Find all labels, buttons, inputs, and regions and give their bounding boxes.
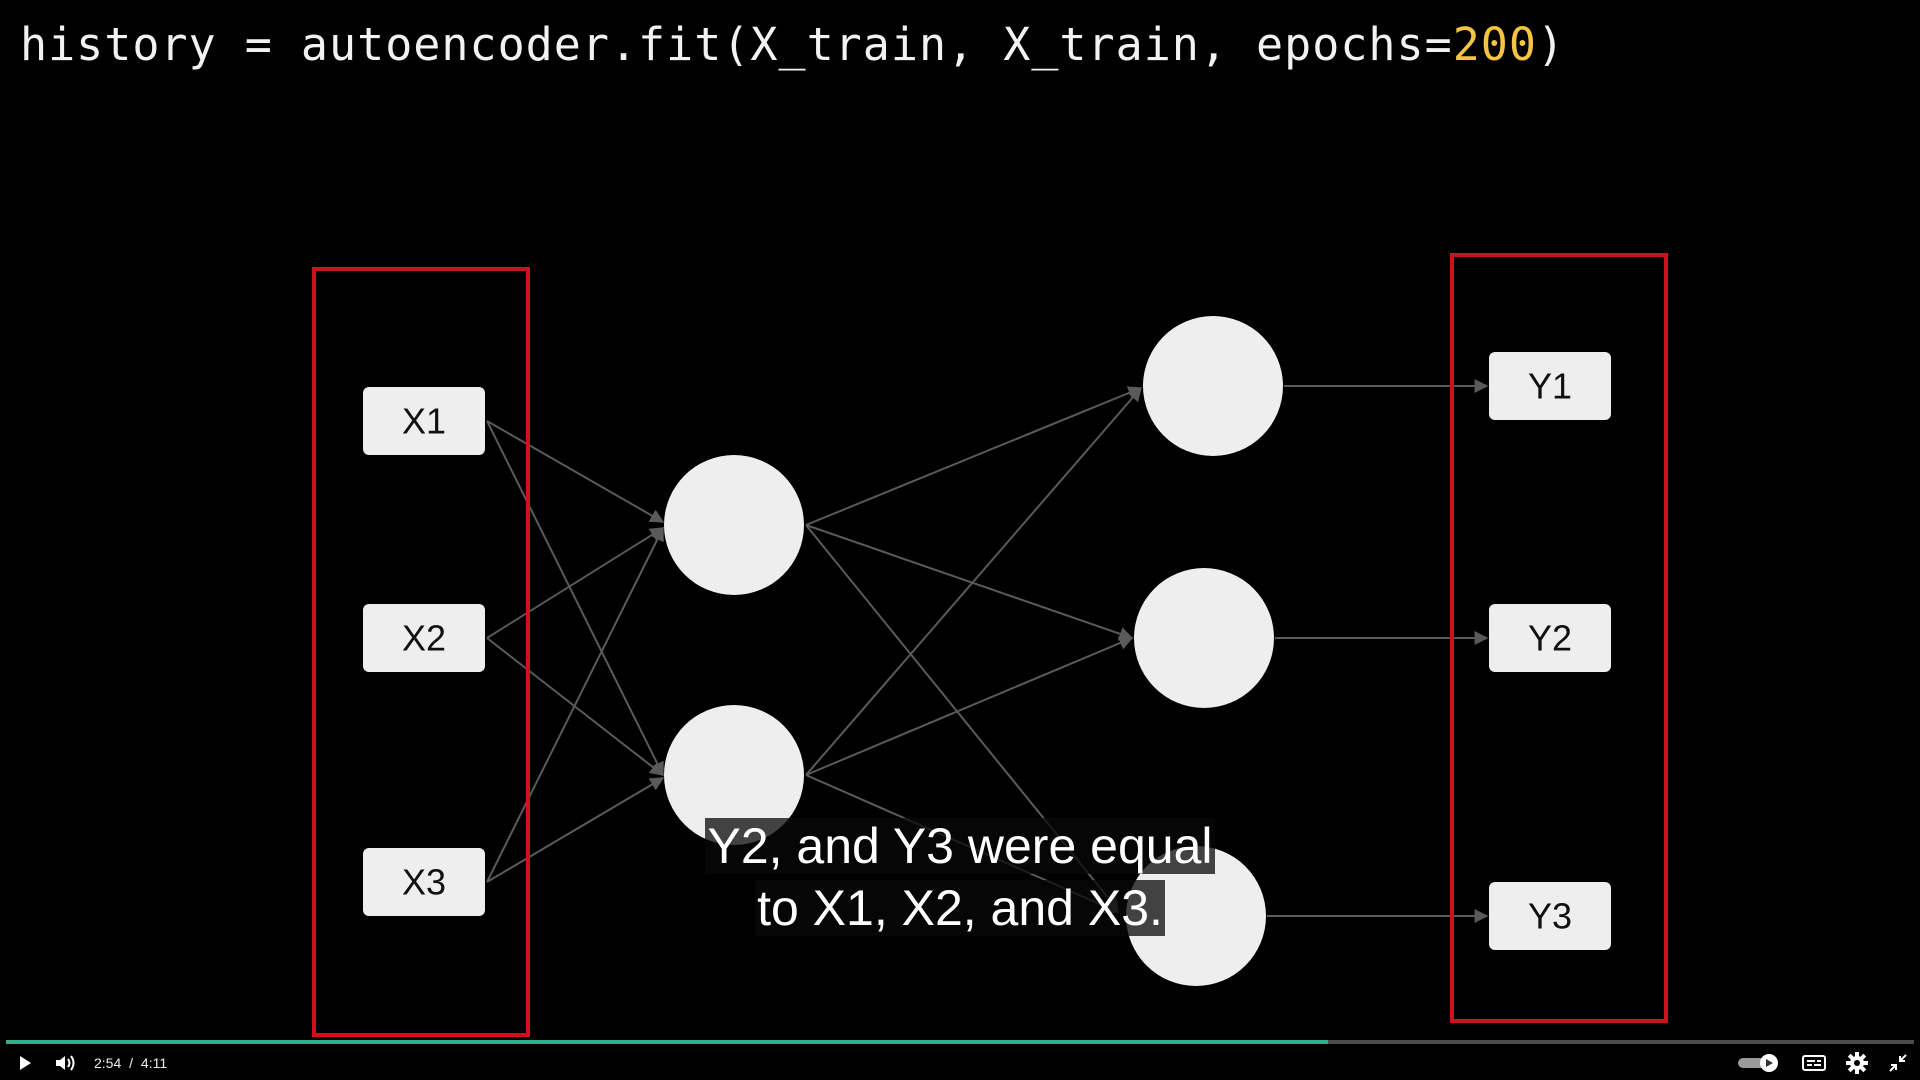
output-node-y2: Y2	[1489, 604, 1611, 672]
caption-line-2: to X1, X2, and X3.	[755, 880, 1165, 936]
output-node-y3: Y3	[1489, 882, 1611, 950]
output-label: Y1	[1528, 366, 1572, 407]
settings-icon	[1846, 1052, 1868, 1074]
progress-fill	[6, 1040, 1329, 1044]
autoplay-toggle-icon	[1738, 1054, 1778, 1072]
input-node-x2: X2	[363, 604, 485, 672]
input-layer-highlight	[312, 267, 530, 1037]
edge	[805, 524, 1134, 641]
edge	[805, 636, 1134, 776]
decoder-node	[1143, 316, 1283, 456]
input-node-x1: X1	[363, 387, 485, 455]
video-frame[interactable]: history = autoencoder.fit(X_train, X_tra…	[0, 0, 1920, 1040]
input-node-x3: X3	[363, 848, 485, 916]
subtitles-button[interactable]	[1802, 1054, 1826, 1072]
encoder-node	[664, 455, 804, 595]
caption-line-1: Y2, and Y3 were equal	[705, 818, 1215, 874]
play-button[interactable]	[12, 1050, 38, 1076]
edge	[486, 526, 664, 883]
output-layer-highlight	[1450, 253, 1668, 1023]
exit-fullscreen-button[interactable]	[1888, 1053, 1908, 1073]
input-label: X3	[402, 862, 446, 903]
subtitles-icon	[1802, 1055, 1826, 1071]
edges-input-hidden	[486, 420, 665, 883]
time-separator: /	[129, 1055, 134, 1071]
input-label: X2	[402, 618, 446, 659]
right-controls	[1736, 1046, 1908, 1080]
code-suffix: )	[1537, 18, 1566, 71]
output-label: Y3	[1528, 896, 1572, 937]
code-epochs-number: 200	[1452, 18, 1537, 71]
play-icon	[20, 1056, 31, 1070]
edge	[486, 527, 665, 639]
current-time: 2:54	[94, 1055, 122, 1071]
input-label: X1	[402, 401, 446, 442]
edge	[486, 420, 665, 523]
player-controls: 2:54 / 4:11	[0, 1046, 1920, 1080]
output-node-y1: Y1	[1489, 352, 1611, 420]
edge	[805, 386, 1142, 776]
autoplay-toggle[interactable]	[1736, 1052, 1782, 1074]
volume-button[interactable]	[52, 1050, 80, 1076]
output-label: Y2	[1528, 618, 1572, 659]
progress-bar[interactable]	[6, 1040, 1914, 1044]
encoder-node	[664, 705, 804, 845]
decoder-node	[1134, 568, 1274, 708]
edge	[486, 420, 664, 777]
code-line: history = autoencoder.fit(X_train, X_tra…	[20, 18, 1565, 71]
volume-icon	[56, 1055, 75, 1071]
duration: 4:11	[140, 1055, 168, 1071]
settings-button[interactable]	[1846, 1052, 1868, 1074]
edge	[805, 386, 1143, 526]
caption-box: Y2, and Y3 were equal to X1, X2, and X3.	[0, 815, 1920, 939]
edge	[486, 777, 665, 883]
time-display: 2:54 / 4:11	[94, 1055, 167, 1071]
exit-fullscreen-icon	[1889, 1054, 1907, 1072]
code-prefix: history = autoencoder.fit(X_train, X_tra…	[20, 18, 1453, 71]
